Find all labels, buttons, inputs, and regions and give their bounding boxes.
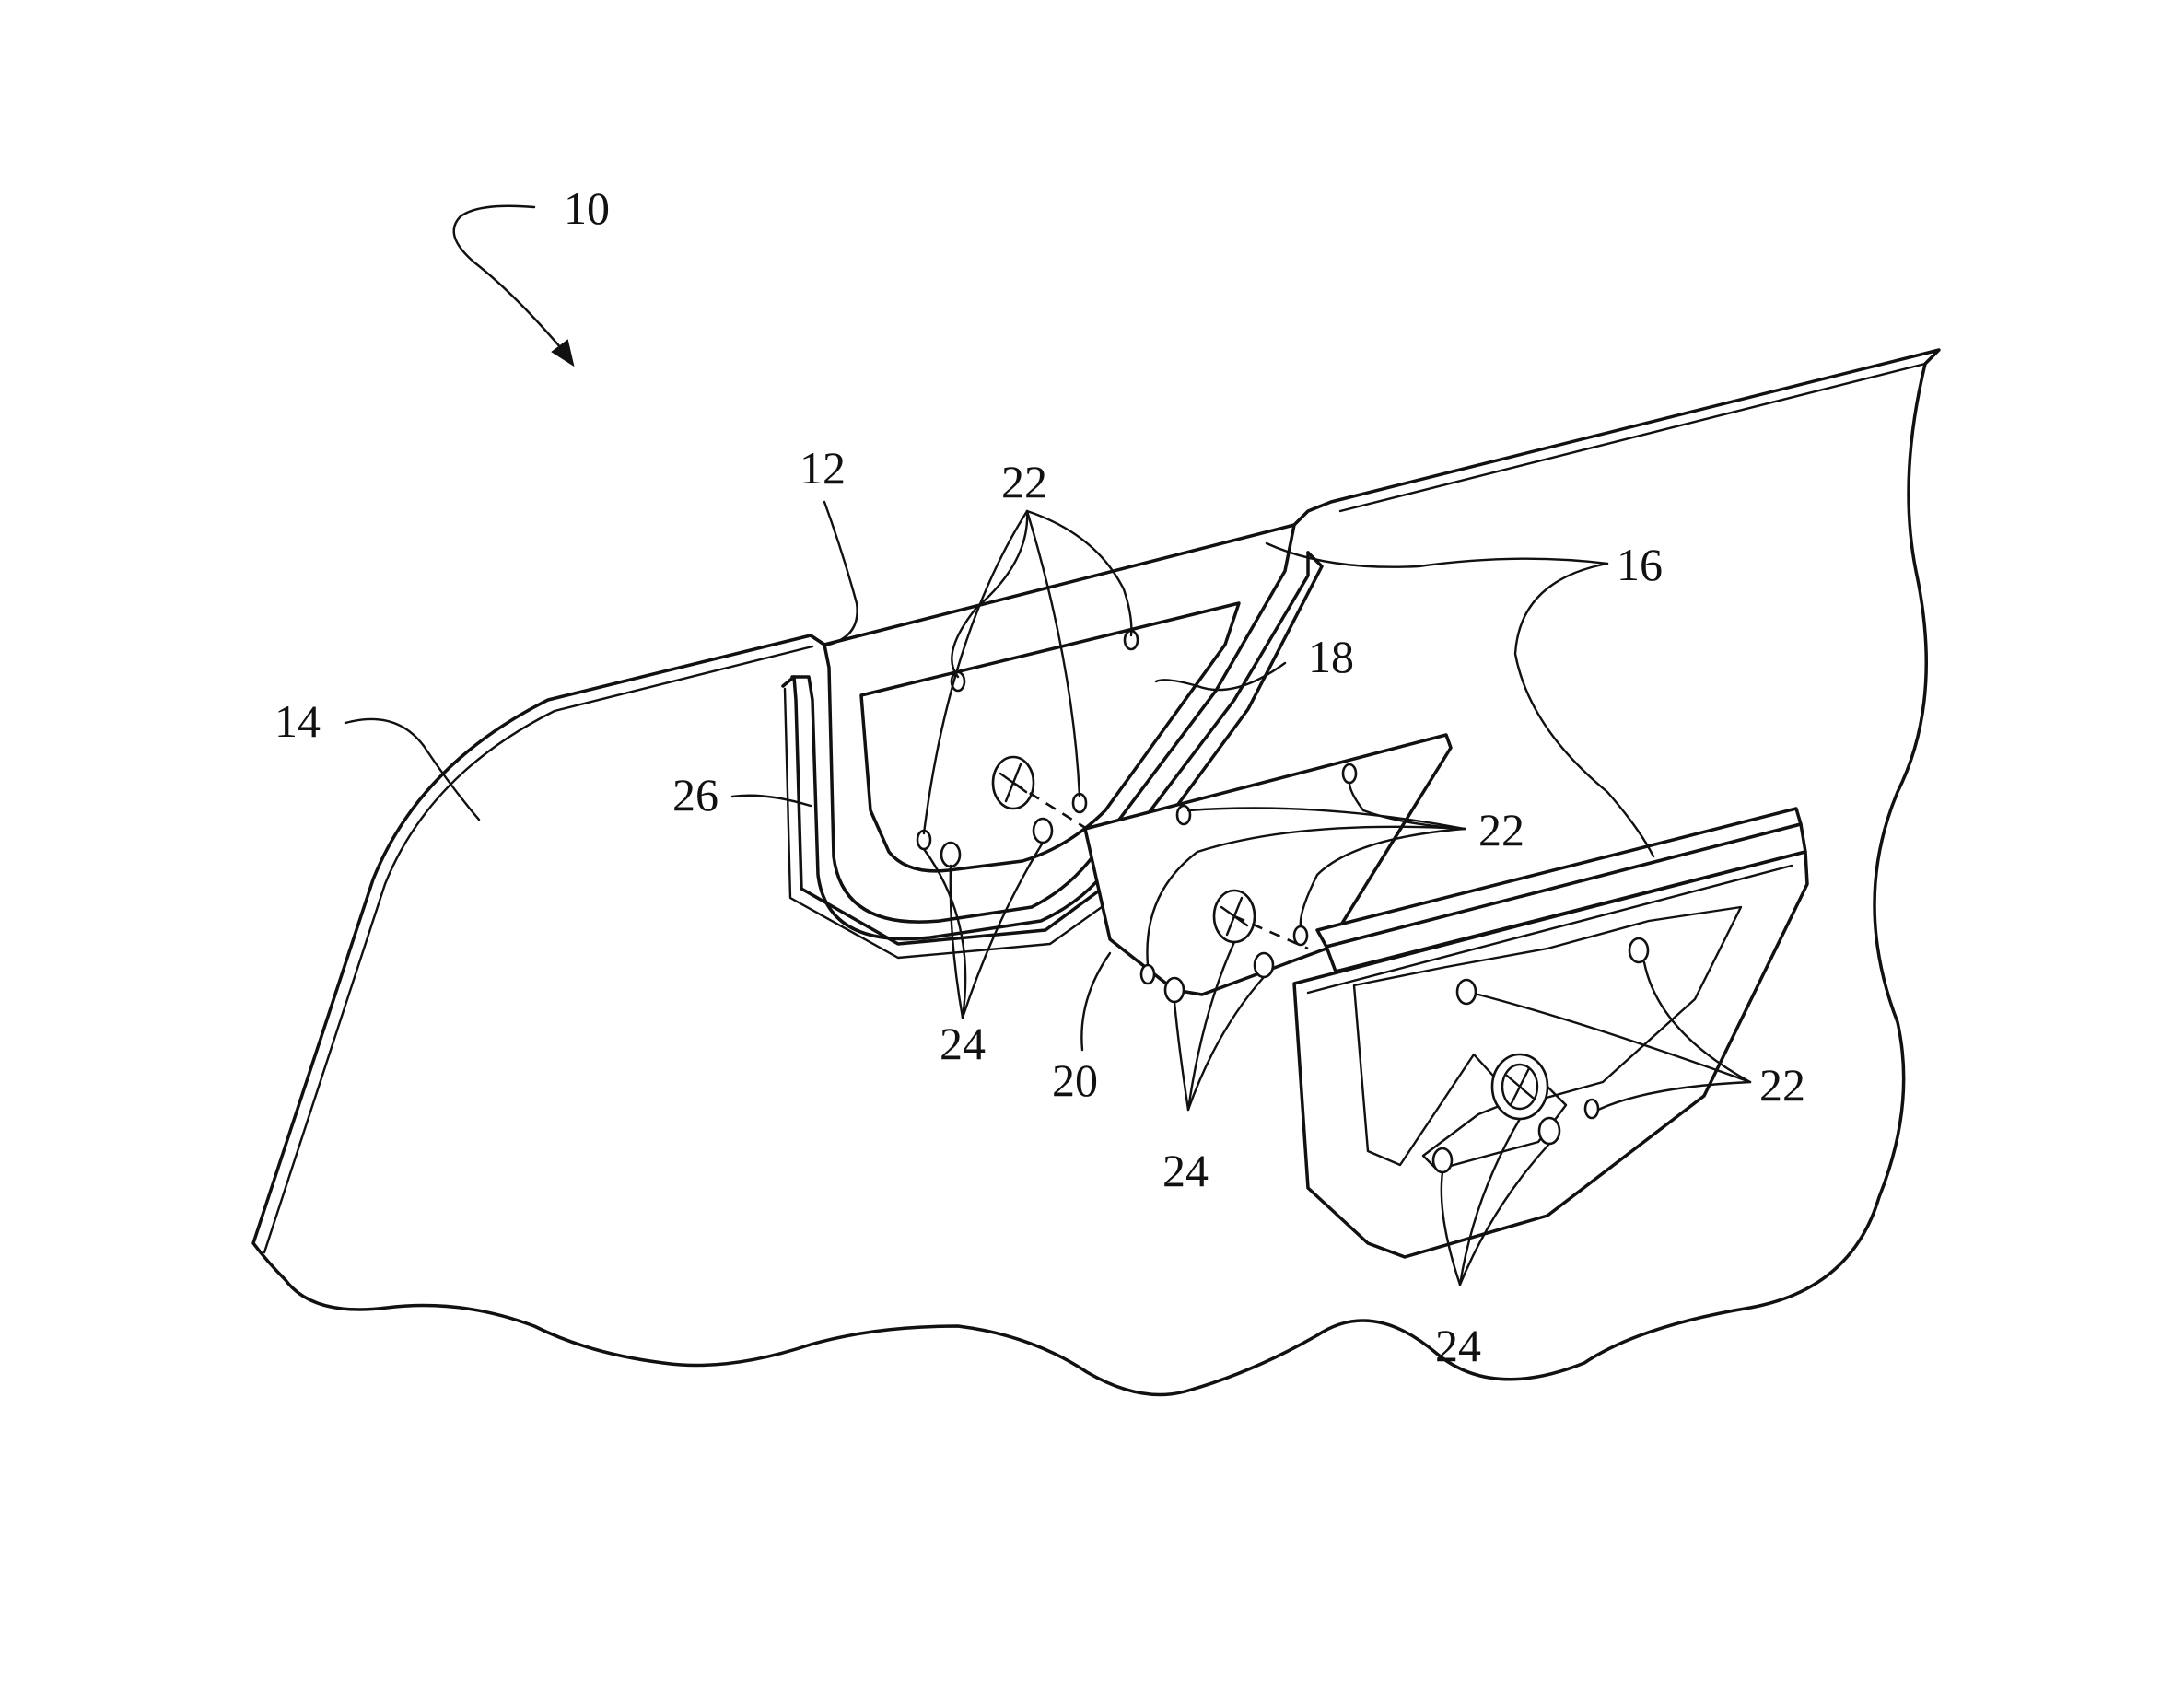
- leader-16b: [1515, 564, 1653, 856]
- ref-24: 24: [940, 1018, 986, 1069]
- ref-14: 14: [274, 695, 321, 747]
- hole-22: [1585, 1100, 1598, 1118]
- leader-24-left-a: [951, 866, 963, 1018]
- hole-24: [1539, 1118, 1559, 1144]
- hole-22: [1629, 938, 1648, 962]
- ref-18: 18: [1308, 631, 1354, 682]
- hole-22: [1177, 806, 1190, 824]
- leader-14: [345, 719, 479, 820]
- leader-20: [1081, 953, 1110, 1050]
- hole-22: [1141, 965, 1154, 984]
- leader-24-mid-a: [1174, 1002, 1188, 1110]
- ref-10: 10: [564, 182, 610, 234]
- ref-22: 22: [1001, 456, 1047, 507]
- hole-24: [1165, 978, 1184, 1002]
- ref-22: 22: [1759, 1059, 1805, 1111]
- hole-24: [1433, 1148, 1452, 1172]
- ref-16: 16: [1617, 539, 1663, 590]
- ref-22: 22: [1478, 804, 1524, 856]
- ref-24: 24: [1162, 1145, 1209, 1196]
- hole-24: [1034, 819, 1052, 843]
- ref-26: 26: [672, 769, 718, 821]
- ref-20: 20: [1052, 1054, 1098, 1106]
- hole-24: [1255, 953, 1273, 977]
- ref-24: 24: [1435, 1320, 1481, 1371]
- hole-24: [941, 843, 960, 867]
- ref-12: 12: [800, 442, 846, 494]
- leader-22-top-b: [1027, 511, 1131, 635]
- assembly-arrow: [454, 206, 573, 365]
- hole-22: [1457, 980, 1476, 1004]
- leader-12: [824, 502, 858, 645]
- hole-22: [1343, 764, 1356, 783]
